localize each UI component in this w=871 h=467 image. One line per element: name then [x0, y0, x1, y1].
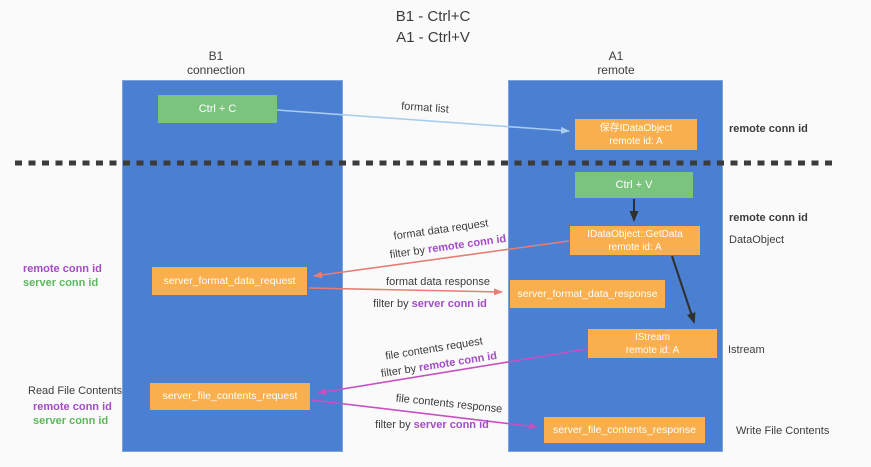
a1-column-name: A1 — [608, 49, 624, 63]
right-remote-conn-id-mid: remote conn id — [729, 212, 808, 224]
left-server-conn-id: server conn id — [23, 277, 99, 289]
a1-column-subtitle: remote — [597, 63, 635, 77]
b1-column-subtitle: connection — [186, 63, 246, 77]
format-data-response-label: format data response — [386, 276, 490, 288]
right-remote-conn-id-top: remote conn id — [729, 123, 808, 135]
getdata-line2: remote id: A — [608, 241, 662, 253]
format-list-label: format list — [400, 100, 450, 116]
server-format-data-request-box: server_format_data_request — [152, 267, 307, 295]
filter-by-text: filter by — [380, 362, 421, 381]
server-format-data-response-label: server_format_data_response — [517, 287, 658, 300]
a1-column-header: A1 remote — [556, 49, 676, 77]
server-format-data-response-box: server_format_data_response — [510, 280, 665, 308]
server-conn-id-text: server conn id — [413, 419, 489, 431]
file-contents-response-label: file contents response — [395, 392, 503, 416]
title-line-1: B1 - Ctrl+C — [395, 8, 471, 25]
getdata-line1: IDataObject::GetData — [587, 228, 683, 240]
ctrl-c-box: Ctrl + C — [158, 95, 277, 123]
server-file-contents-request-label: server_file_contents_request — [162, 390, 298, 402]
istream-line1: IStream — [634, 331, 670, 343]
server-file-contents-request-box: server_file_contents_request — [150, 383, 310, 410]
dataobject-label: DataObject — [729, 234, 785, 246]
diagram-title: B1 - Ctrl+C A1 - Ctrl+V — [323, 6, 543, 48]
filter-by-text: filter by — [373, 298, 412, 310]
read-file-contents-label: Read File Contents — [28, 385, 123, 397]
left-conn-id-labels: remote conn id server conn id — [23, 262, 102, 290]
ctrl-v-label: Ctrl + V — [615, 178, 653, 191]
istream-box: IStream remote id: A — [588, 329, 717, 358]
server-conn-id-text: server conn id — [411, 298, 487, 310]
title-line-2: A1 - Ctrl+V — [396, 29, 470, 46]
left-remote-conn-id: remote conn id — [23, 263, 102, 275]
save-idataobject-box: 保存IDataObject remote id: A — [575, 119, 697, 150]
istream-side-label: Istream — [728, 344, 765, 356]
server-file-contents-response-label: server_file_contents_response — [552, 423, 696, 436]
filter-by-text: filter by — [375, 419, 414, 431]
ctrl-v-box: Ctrl + V — [575, 172, 693, 198]
b1-column-name: B1 — [208, 49, 224, 63]
filter-by-server-conn-id-label-2: filter by server conn id — [375, 419, 489, 431]
filter-by-text: filter by — [389, 243, 429, 262]
ctrl-c-label: Ctrl + C — [198, 102, 237, 115]
left-remote-conn-id-2: remote conn id — [33, 401, 112, 413]
server-format-data-request-label: server_format_data_request — [163, 274, 296, 287]
b1-column-header: B1 connection — [156, 49, 276, 77]
idataobject-getdata-box: IDataObject::GetData remote id: A — [570, 226, 700, 255]
write-file-contents-label: Write File Contents — [736, 425, 830, 437]
left-server-conn-id-2: server conn id — [33, 415, 109, 427]
filter-by-server-conn-id-label-1: filter by server conn id — [373, 298, 487, 310]
save-idataobject-line2: remote id: A — [609, 135, 663, 147]
save-idataobject-line1: 保存IDataObject — [599, 122, 673, 134]
istream-line2: remote id: A — [625, 344, 680, 356]
server-file-contents-response-box: server_file_contents_response — [544, 417, 705, 443]
read-file-contents-group: Read File Contents remote conn id server… — [28, 384, 122, 428]
